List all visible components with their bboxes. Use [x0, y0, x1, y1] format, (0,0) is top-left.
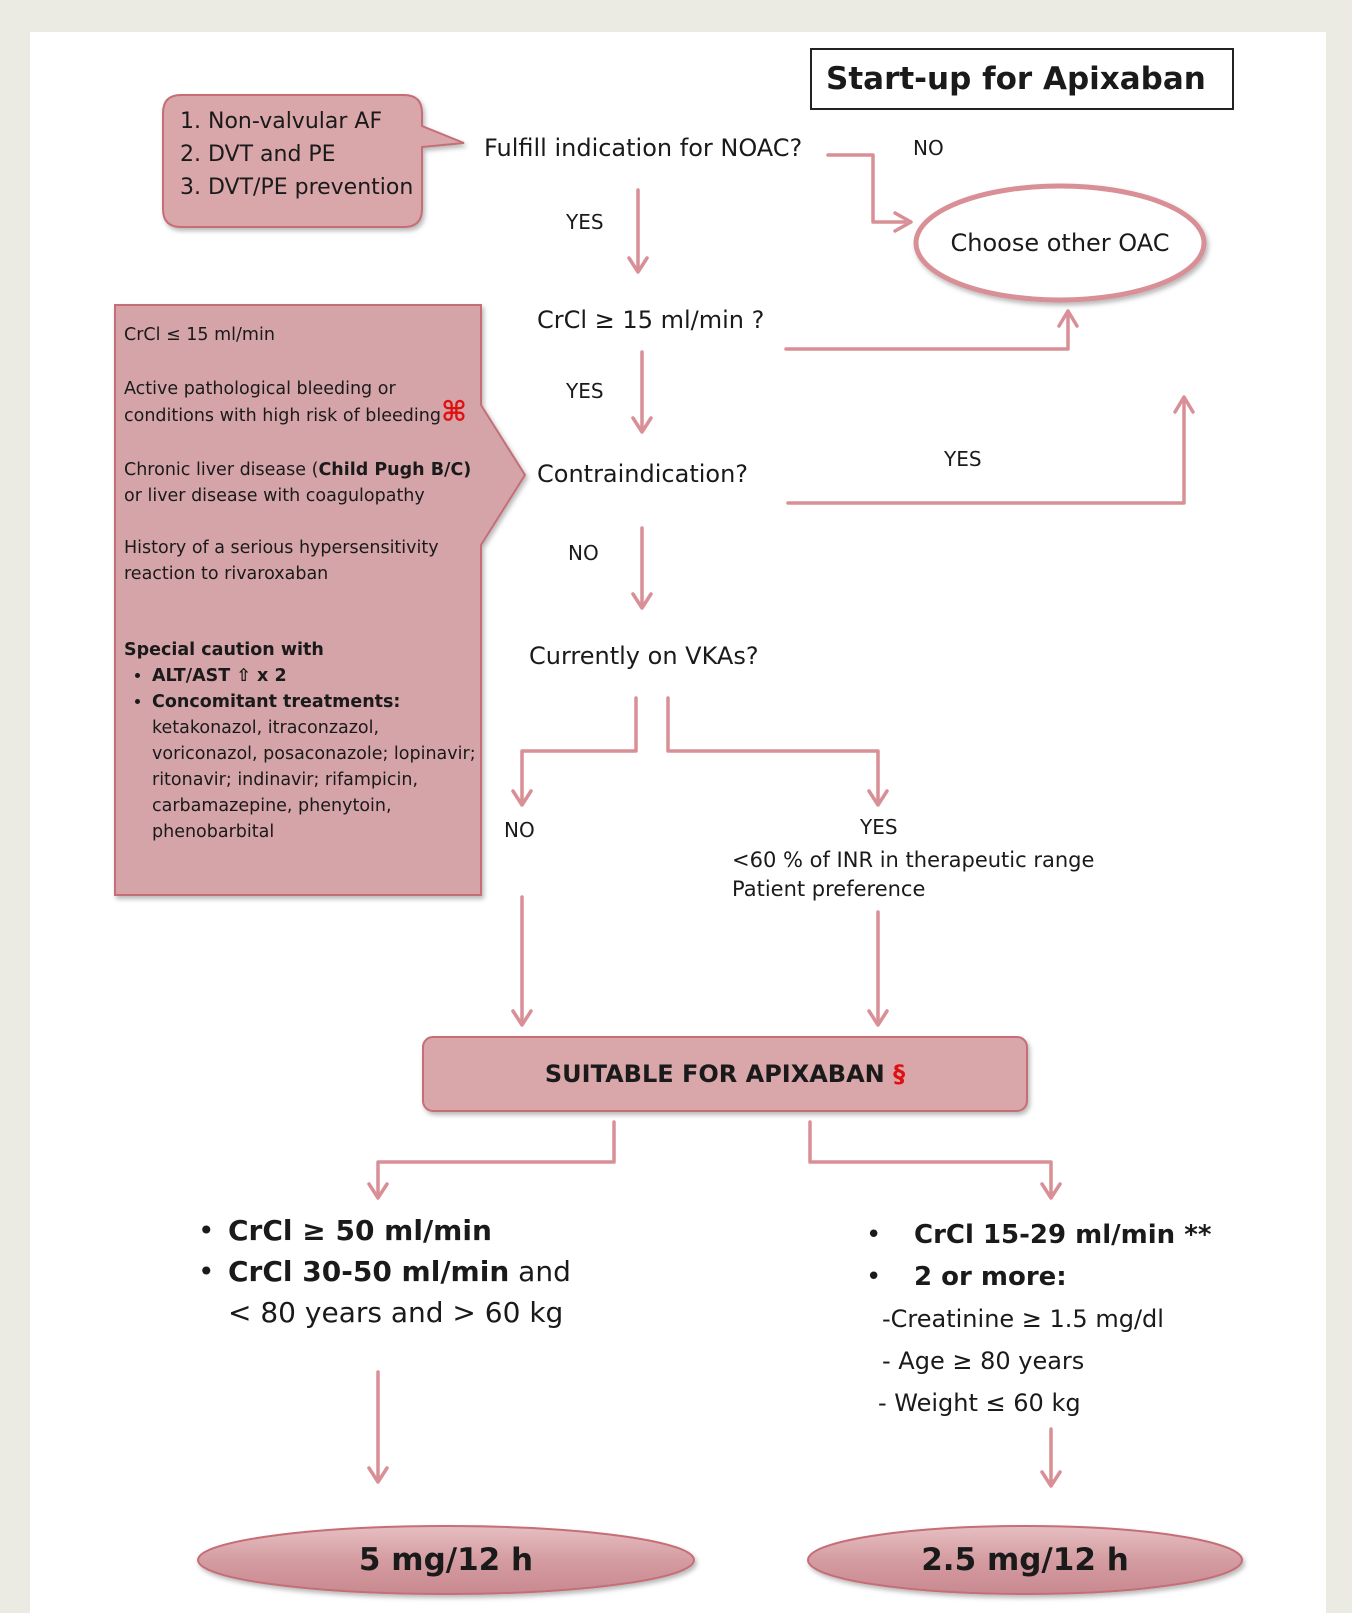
- label-yes: YES: [566, 210, 604, 234]
- arrow-q1-no: [826, 153, 907, 224]
- criteria-bullet: •CrCl 30-50 ml/min and: [198, 1255, 571, 1288]
- contraindications-text: CrCl ≤ 15 ml/min Active pathological ble…: [124, 322, 482, 845]
- arrow-head: [627, 256, 649, 274]
- criteria-subitem: - Weight ≤ 60 kg: [878, 1389, 1081, 1417]
- contraindications-panel: [114, 304, 527, 896]
- arrow-vka-no: [520, 696, 638, 803]
- section-symbol-icon: §: [893, 1060, 906, 1088]
- dose-standard-oval: [197, 1525, 695, 1595]
- vka-yes-criteria: <60 % of INR in therapeutic range Patien…: [732, 846, 1094, 904]
- contra-hypersensitivity: History of a serious hypersensitivity re…: [124, 538, 439, 584]
- reduced-dose-criteria: •CrCl 15-29 ml/min ** •2 or more: -Creat…: [866, 1214, 1211, 1424]
- caution-title: Special caution with: [124, 640, 324, 660]
- criteria-subitem: -Creatinine ≥ 1.5 mg/dl: [882, 1305, 1164, 1333]
- indications-list: 1. Non-valvular AF 2. DVT and PE 3. DVT/…: [180, 105, 413, 204]
- caution-drugs: ketakonazol, itraconzazol, voriconazol, …: [152, 718, 476, 842]
- arrow-head: [631, 416, 653, 434]
- caution-alt-ast: ALT/AST ⇧ x 2: [152, 663, 482, 689]
- indication-item: 3. DVT/PE prevention: [180, 175, 414, 200]
- choose-other-oac-ellipse: [913, 183, 1207, 303]
- question-vka: Currently on VKAs?: [529, 642, 759, 670]
- label-no: NO: [568, 541, 599, 565]
- contra-bleeding: Active pathological bleeding or conditio…: [124, 379, 467, 428]
- label-no: NO: [913, 136, 944, 160]
- arrow-head: [1173, 395, 1195, 414]
- diagram-title: Start-up for Apixaban: [810, 48, 1234, 110]
- arrow-head: [1040, 1470, 1062, 1488]
- arrow-head: [511, 789, 533, 807]
- arrow-head: [867, 1009, 889, 1027]
- label-yes: YES: [944, 447, 982, 471]
- suitable-box: [422, 1036, 1028, 1112]
- arrow-head: [631, 592, 653, 610]
- criteria-line: Patient preference: [732, 877, 926, 901]
- criteria-bullet: •CrCl ≥ 50 ml/min: [198, 1214, 492, 1247]
- question-indication: Fulfill indication for NOAC?: [484, 134, 803, 162]
- question-contraindication: Contraindication?: [537, 460, 749, 488]
- label-yes: YES: [566, 379, 604, 403]
- arrow-suitable-right: [808, 1120, 1053, 1196]
- criteria-bullet: •2 or more:: [866, 1262, 1067, 1292]
- caution-list: ALT/AST ⇧ x 2 Concomitant treatments:: [124, 663, 482, 715]
- arrow-head: [1040, 1182, 1062, 1200]
- criteria-bullet: •CrCl 15-29 ml/min **: [866, 1220, 1212, 1250]
- indication-item: 2. DVT and PE: [180, 142, 336, 167]
- caution-concomitant: Concomitant treatments:: [152, 689, 482, 715]
- criteria-subitem: - Age ≥ 80 years: [882, 1347, 1085, 1375]
- contra-liver: Chronic liver disease (Child Pugh B/C) o…: [124, 460, 472, 506]
- label-yes: YES: [860, 815, 898, 839]
- command-symbol-icon: ⌘: [440, 395, 467, 428]
- choose-other-oac: Choose other OAC: [950, 229, 1170, 257]
- criteria-line: <60 % of INR in therapeutic range: [732, 848, 1095, 872]
- standard-dose-criteria: •CrCl ≥ 50 ml/min •CrCl 30-50 ml/min and…: [198, 1210, 571, 1333]
- dose-reduced-oval: [807, 1525, 1243, 1595]
- question-crcl: CrCl ≥ 15 ml/min ?: [537, 306, 765, 334]
- criteria-subline: < 80 years and > 60 kg: [228, 1296, 564, 1329]
- dose-reduced-label: 2.5 mg/12 h: [921, 1542, 1129, 1578]
- arrow-suitable-left: [376, 1120, 616, 1196]
- indications-bubble: [162, 94, 465, 228]
- arrow-head: [511, 1009, 533, 1027]
- dose-standard-label: 5 mg/12 h: [358, 1542, 534, 1578]
- contra-crcl: CrCl ≤ 15 ml/min: [124, 325, 275, 345]
- arrow-head: [1057, 309, 1079, 328]
- suitable-label: SUITABLE FOR APIXABAN §: [544, 1060, 906, 1088]
- arrow-q2-no: [784, 314, 1070, 351]
- indication-item: 1. Non-valvular AF: [180, 109, 383, 134]
- arrow-head: [893, 211, 913, 233]
- arrow-head: [367, 1182, 389, 1200]
- arrow-contra-yes: [786, 400, 1186, 505]
- label-no: NO: [504, 818, 535, 842]
- arrow-vka-yes: [666, 696, 880, 803]
- arrow-head: [867, 789, 889, 807]
- arrow-head: [367, 1466, 389, 1484]
